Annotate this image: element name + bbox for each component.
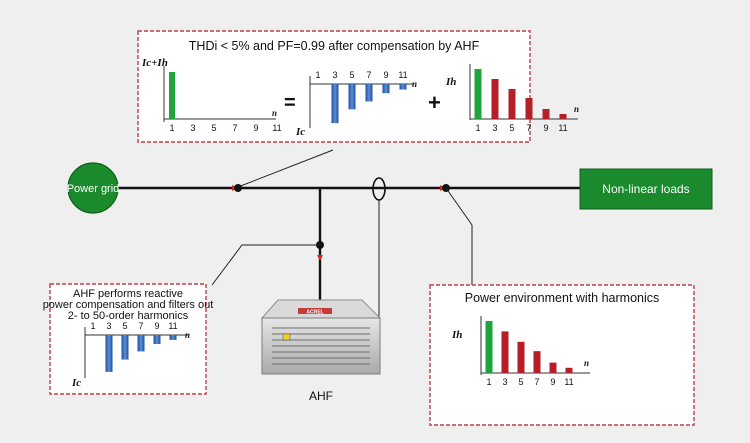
chart-bar bbox=[501, 331, 509, 373]
left-panel-current-label: Ic bbox=[71, 377, 81, 389]
non-linear-loads-box bbox=[579, 168, 713, 210]
warning-label-icon bbox=[282, 333, 291, 341]
right-panel: Power environment with harmonics Ih 1 3 5 7… bbox=[429, 284, 695, 426]
compensation-current-label: Ic bbox=[295, 126, 305, 138]
compensation-chart-left: 1 3 5 7 9 11 n bbox=[84, 321, 190, 378]
chart-tick-label: 11 bbox=[272, 123, 281, 133]
right-callout-line bbox=[445, 187, 473, 285]
chart-tick-label: 7 bbox=[366, 70, 371, 80]
chart-tick-label: 3 bbox=[502, 377, 507, 387]
top-panel: THDi < 5% and PF=0.99 after compensation… bbox=[137, 30, 579, 143]
chart-tick-label: 11 bbox=[564, 377, 573, 387]
chart-bar bbox=[169, 335, 177, 340]
chart-tick-label: 7 bbox=[138, 321, 143, 331]
chart-tick-label: 7 bbox=[534, 377, 539, 387]
chart-tick-label: 7 bbox=[232, 123, 237, 133]
chart-tick-label: 5 bbox=[349, 70, 354, 80]
right-panel-current-label: Ih bbox=[451, 329, 462, 341]
chart-bar bbox=[525, 98, 533, 119]
chart-tick-label: 1 bbox=[169, 123, 174, 133]
chart-bar bbox=[348, 84, 356, 110]
chart-bar bbox=[491, 79, 499, 119]
chart-axis-symbol: n bbox=[412, 79, 417, 89]
ahf-device: ACREL AHF bbox=[260, 299, 382, 403]
chart-tick-label: 5 bbox=[509, 123, 514, 133]
chart-bar bbox=[517, 341, 525, 373]
chart-tick-label: 9 bbox=[543, 123, 548, 133]
chart-tick-label: 1 bbox=[475, 123, 480, 133]
chart-tick-label: 1 bbox=[315, 70, 320, 80]
compensation-chart-top: 1 3 5 7 9 11 n bbox=[309, 70, 417, 128]
right-panel-title: Power environment with harmonics bbox=[465, 291, 660, 305]
chart-bar bbox=[169, 72, 175, 119]
chart-bar bbox=[485, 321, 493, 373]
ahf-device-brand-plate bbox=[298, 308, 332, 314]
harmonic-chart-top: 1 3 5 7 9 11 n bbox=[469, 64, 579, 133]
left-panel-text-1: AHF performs reactive bbox=[73, 288, 183, 300]
left-panel-text-2: power compensation and filters out bbox=[43, 299, 214, 311]
chart-tick-label: 9 bbox=[253, 123, 258, 133]
chart-bar bbox=[542, 109, 550, 119]
plus-sign: + bbox=[428, 90, 441, 115]
equals-sign: = bbox=[284, 92, 296, 114]
harmonic-chart-right: 1 3 5 7 9 11 n bbox=[480, 316, 590, 387]
left-panel-text-3: 2- to 50-order harmonics bbox=[68, 310, 189, 322]
chart-bar bbox=[365, 84, 373, 102]
chart-tick-label: 3 bbox=[332, 70, 337, 80]
chart-axis-symbol: n bbox=[272, 108, 277, 118]
chart-tick-label: 11 bbox=[168, 321, 177, 331]
chart-tick-label: 11 bbox=[398, 70, 407, 80]
chart-bar bbox=[399, 84, 407, 90]
chart-bar bbox=[331, 84, 339, 124]
chart-tick-label: 5 bbox=[122, 321, 127, 331]
chart-bar bbox=[105, 335, 113, 372]
top-callout-line bbox=[237, 149, 334, 188]
chart-tick-label: 1 bbox=[90, 321, 95, 331]
chart-bar bbox=[382, 84, 390, 94]
power-grid-node: Power grid bbox=[67, 162, 120, 214]
bus-node-left bbox=[234, 184, 242, 192]
ahf-device-brand: ACREL bbox=[306, 310, 323, 316]
chart-tick-label: 5 bbox=[518, 377, 523, 387]
chart-tick-label: 1 bbox=[486, 377, 491, 387]
chart-bar bbox=[559, 114, 567, 119]
chart-tick-label: 9 bbox=[154, 321, 159, 331]
chart-tick-label: 5 bbox=[211, 123, 216, 133]
chart-tick-label: 9 bbox=[550, 377, 555, 387]
chart-axis-symbol: n bbox=[185, 330, 190, 340]
chart-bar bbox=[565, 367, 573, 373]
non-linear-loads-label: Non-linear loads bbox=[602, 182, 689, 196]
chart-bar bbox=[533, 351, 541, 373]
ahf-device-label: AHF bbox=[309, 389, 333, 403]
combined-current-label: Ic+Ih bbox=[141, 57, 168, 69]
harmonic-current-label-top: Ih bbox=[445, 76, 456, 88]
left-panel: AHF performs reactive power compensation… bbox=[43, 283, 214, 395]
chart-tick-label: 3 bbox=[190, 123, 195, 133]
chart-tick-label: 3 bbox=[492, 123, 497, 133]
chart-tick-label: 3 bbox=[106, 321, 111, 331]
ahf-branch-arrow bbox=[317, 255, 323, 261]
chart-tick-label: 11 bbox=[558, 123, 567, 133]
chart-axis-symbol: n bbox=[584, 358, 589, 368]
chart-bar bbox=[549, 362, 557, 373]
combined-chart: 1 3 5 7 9 11 n bbox=[163, 66, 282, 133]
chart-tick-label: 9 bbox=[383, 70, 388, 80]
power-grid-label: Power grid bbox=[67, 183, 120, 195]
left-callout-line bbox=[211, 244, 320, 286]
right-panel-border bbox=[429, 284, 695, 426]
chart-bar bbox=[121, 335, 129, 360]
chart-bar bbox=[137, 335, 145, 352]
power-grid-circle bbox=[67, 162, 119, 214]
chart-bar bbox=[153, 335, 161, 345]
top-panel-title: THDi < 5% and PF=0.99 after compensation… bbox=[189, 39, 480, 53]
chart-bar bbox=[508, 89, 516, 119]
chart-axis-symbol: n bbox=[574, 104, 579, 114]
chart-bar bbox=[474, 69, 482, 119]
chart-tick-label: 7 bbox=[526, 123, 531, 133]
non-linear-loads-node: Non-linear loads bbox=[579, 168, 713, 210]
